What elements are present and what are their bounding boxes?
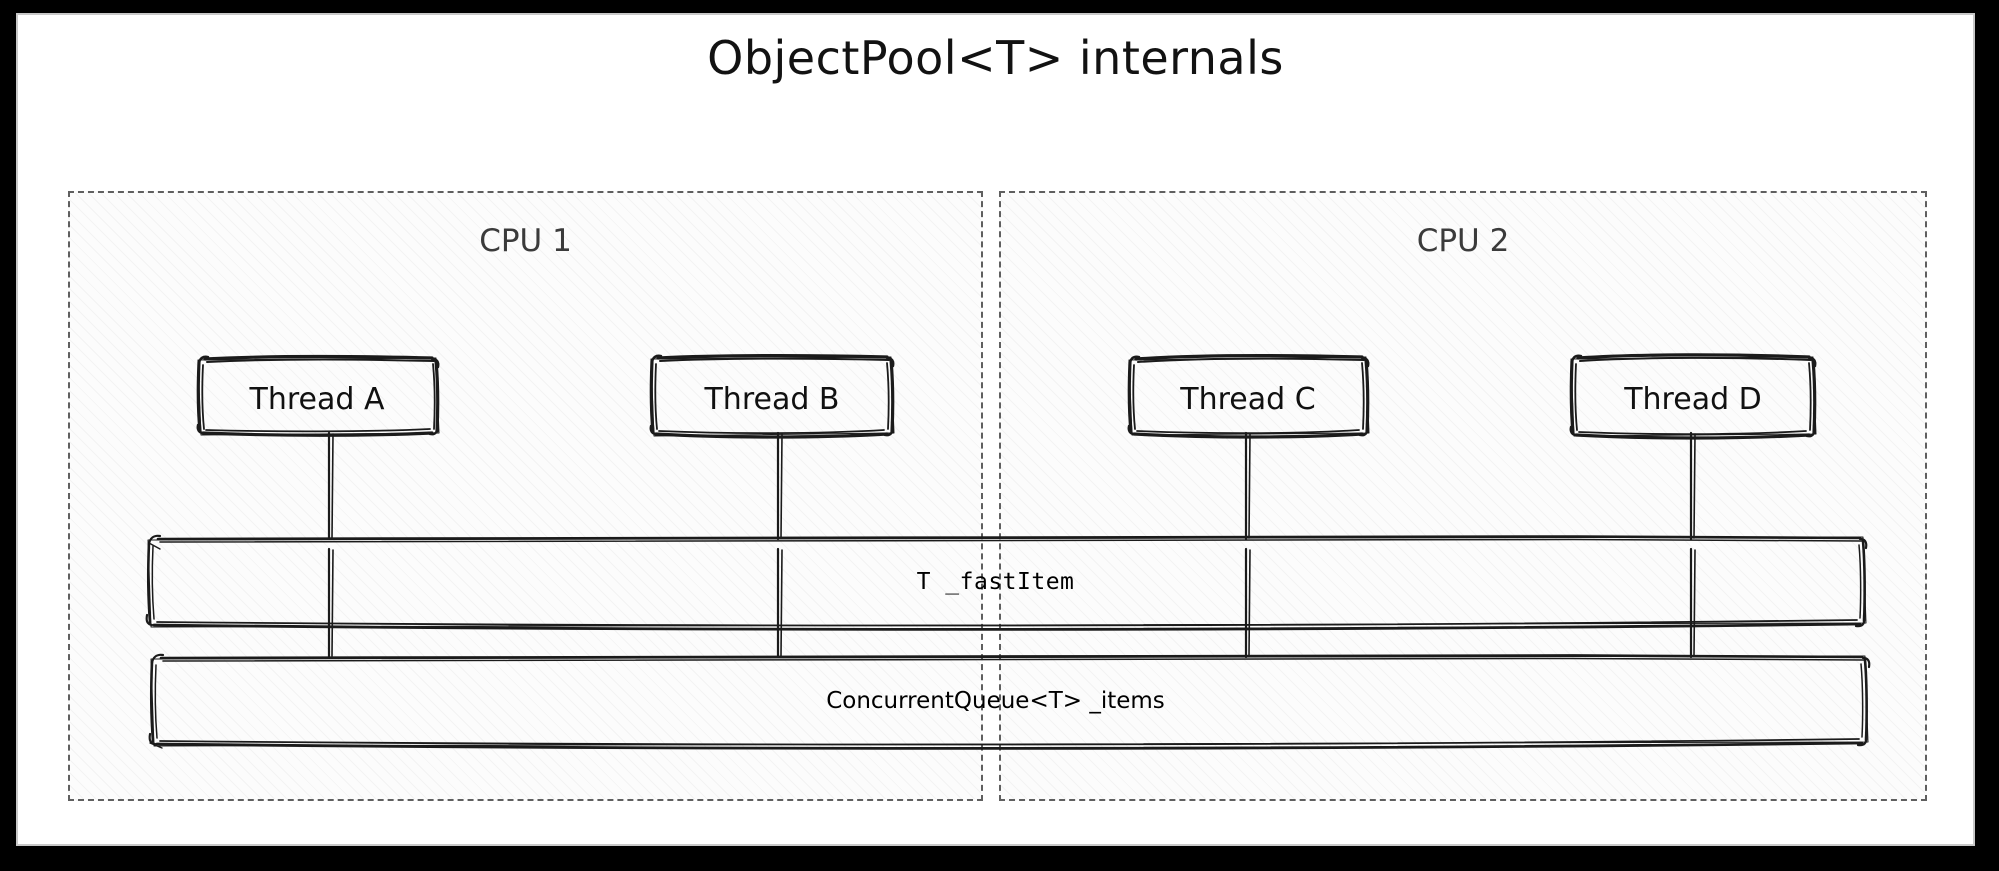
thread-a-label: Thread A (249, 382, 385, 417)
thread-b-label: Thread B (704, 382, 840, 417)
cpu-group-1-label: CPU 1 (479, 223, 572, 259)
fast-item-bar-label-wrap: T _fastItem (18, 569, 1973, 595)
thread-d-label: Thread D (1624, 382, 1762, 417)
thread-c-label: Thread C (1180, 382, 1316, 417)
items-queue-bar-label: ConcurrentQueue<T> _items (826, 688, 1165, 714)
diagram-page: ObjectPool<T> internals CPU 1 CPU 2 (18, 15, 1973, 844)
page-frame: ObjectPool<T> internals CPU 1 CPU 2 (16, 13, 1975, 846)
items-queue-bar-label-wrap: ConcurrentQueue<T> _items (18, 688, 1973, 714)
cpu-group-2-label: CPU 2 (1416, 223, 1510, 259)
page-title: ObjectPool<T> internals (707, 31, 1284, 85)
fast-item-bar-label: T _fastItem (916, 569, 1075, 595)
